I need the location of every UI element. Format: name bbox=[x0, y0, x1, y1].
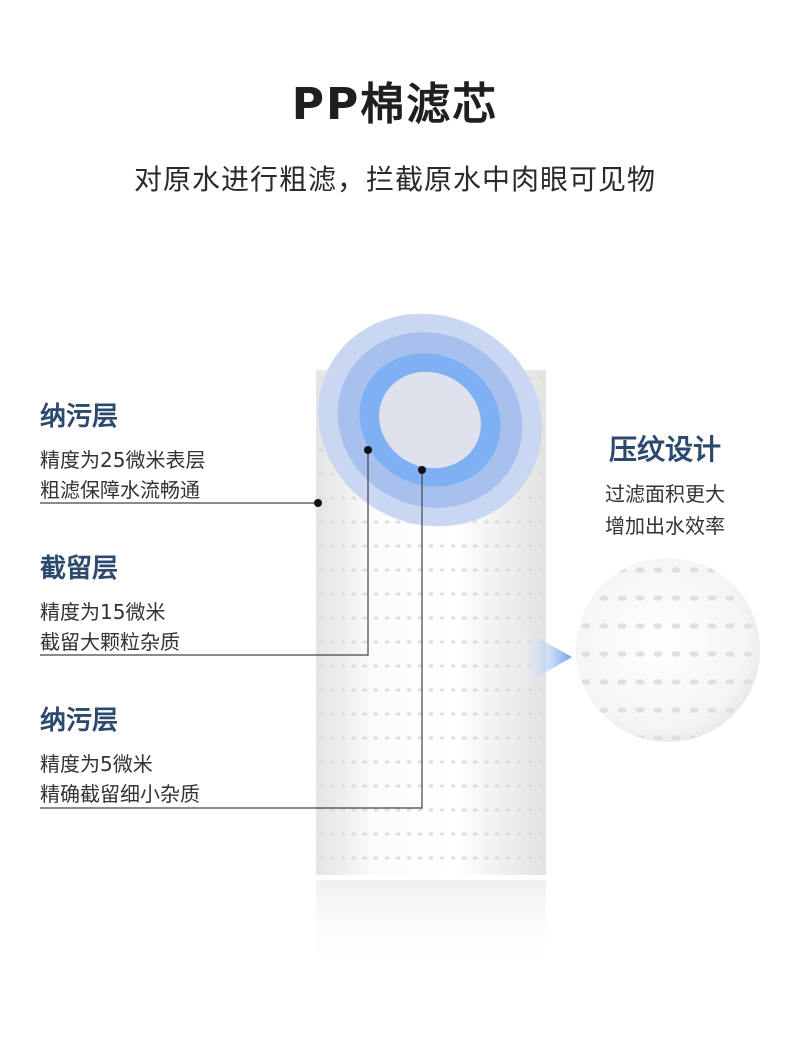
layer-inner: 纳污层 精度为5微米 精确截留细小杂质 bbox=[40, 700, 320, 809]
layer-heading: 纳污层 bbox=[40, 706, 119, 736]
layer-desc-2: 粗滤保障水流畅通 bbox=[40, 478, 200, 502]
layer-desc-1: 精度为25微米表层 bbox=[40, 448, 206, 472]
filter-top-rings bbox=[318, 313, 542, 527]
leader-dots bbox=[314, 446, 426, 507]
layer-outer: 纳污层 精度为25微米表层 粗滤保障水流畅通 bbox=[40, 396, 320, 505]
page-subtitle: 对原水进行粗滤，拦截原水中肉眼可见物 bbox=[133, 163, 656, 196]
layer-middle: 截留层 精度为15微米 截留大颗粒杂质 bbox=[40, 548, 320, 657]
feature-embossed-design: 压纹设计 过滤面积更大 增加出水效率 bbox=[575, 428, 755, 542]
leader-lines bbox=[40, 450, 423, 809]
arrow-icon bbox=[515, 625, 572, 690]
feature-desc-2: 增加出水效率 bbox=[605, 514, 725, 538]
layer-desc-2: 截留大颗粒杂质 bbox=[40, 630, 180, 654]
cylinder-reflection bbox=[316, 880, 546, 970]
texture-zoom-circle bbox=[576, 558, 760, 742]
layer-heading: 纳污层 bbox=[40, 402, 119, 432]
layer-desc-2: 精确截留细小杂质 bbox=[40, 782, 200, 806]
feature-desc-1: 过滤面积更大 bbox=[605, 482, 725, 506]
layer-heading: 截留层 bbox=[40, 554, 119, 584]
page-title: PP棉滤芯 bbox=[291, 79, 499, 130]
feature-heading: 压纹设计 bbox=[608, 433, 721, 466]
layer-desc-1: 精度为5微米 bbox=[40, 752, 153, 776]
layer-desc-1: 精度为15微米 bbox=[40, 600, 166, 624]
